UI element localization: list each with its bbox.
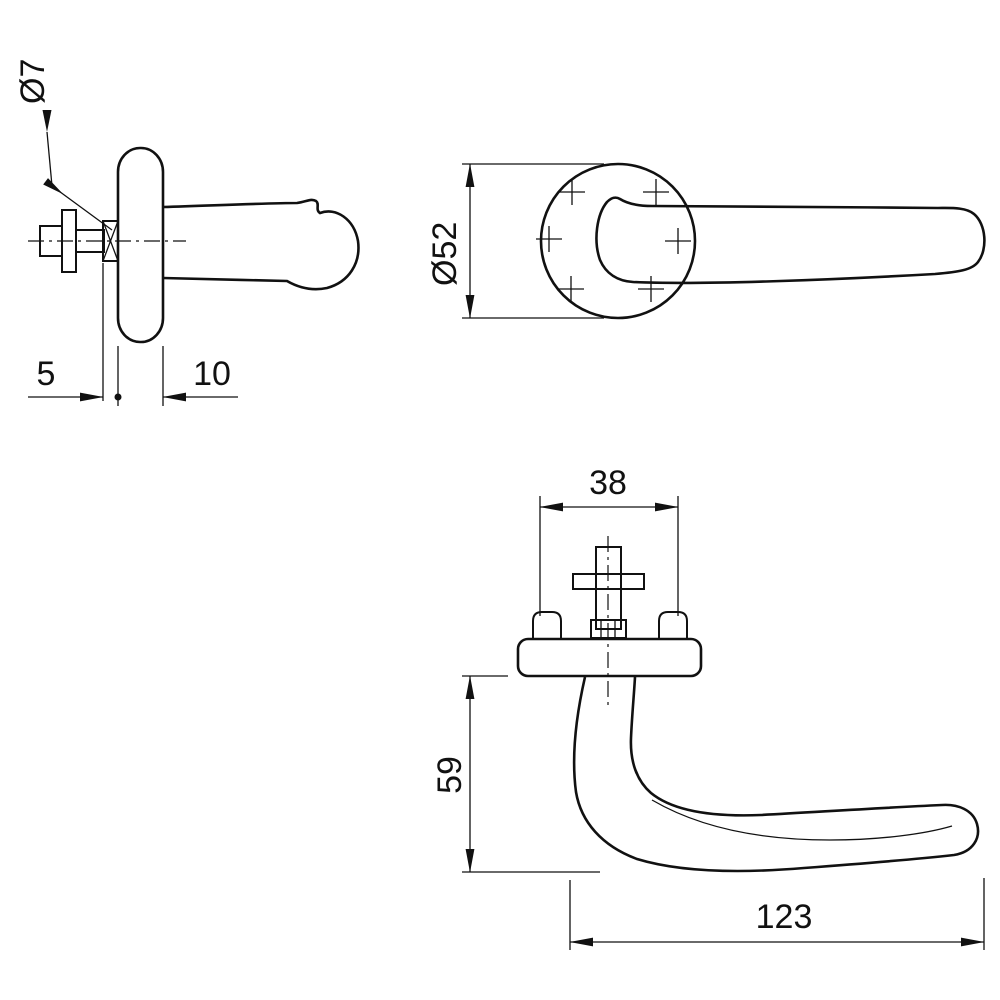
- screw-post-right: [658, 611, 688, 639]
- hole-diameter-leader: [42, 110, 113, 231]
- screw-cross-mark: [643, 179, 669, 205]
- side-view: Ø7 5 10: [14, 59, 360, 406]
- screw-cross-mark: [558, 276, 584, 302]
- dim-screw-spacing-label: 38: [589, 464, 627, 502]
- screw-cross-mark: [559, 179, 585, 205]
- dim-handle-height: [462, 675, 600, 873]
- screw-cross-mark: [638, 276, 664, 302]
- dim-hole-diameter-label: Ø7: [14, 59, 52, 104]
- dim-dot: [114, 393, 122, 401]
- dim-screw-spacing: [539, 496, 679, 616]
- handle-front-profile: [595, 196, 986, 285]
- handle-plan-profile: [572, 676, 980, 873]
- dim-protrusion-label: 5: [37, 355, 56, 393]
- handle-side-profile: [162, 198, 360, 291]
- dim-rose-thickness: [162, 346, 238, 406]
- rose-side-profile: [116, 146, 165, 344]
- screw-post-left: [532, 611, 562, 639]
- dim-protrusion: [28, 263, 122, 406]
- plan-view: 38 59 123: [431, 464, 985, 950]
- screw-cross-mark: [536, 226, 562, 252]
- handle-cross-mark: [665, 228, 691, 254]
- dim-handle-length: [569, 878, 985, 950]
- rose-plate-top: [516, 637, 703, 678]
- dim-rose-diameter-label: Ø52: [426, 222, 464, 286]
- screw-cross-marks: [536, 179, 691, 302]
- handle-contour-line: [651, 799, 953, 841]
- dim-handle-length-label: 123: [756, 898, 813, 936]
- dim-rose-diameter: [462, 163, 604, 319]
- dim-handle-height-label: 59: [431, 756, 469, 794]
- spindle-cross-bar: [572, 573, 645, 590]
- rose-front-circle: [539, 162, 697, 320]
- dim-rose-thickness-label: 10: [193, 355, 231, 393]
- front-view: Ø52: [426, 162, 986, 320]
